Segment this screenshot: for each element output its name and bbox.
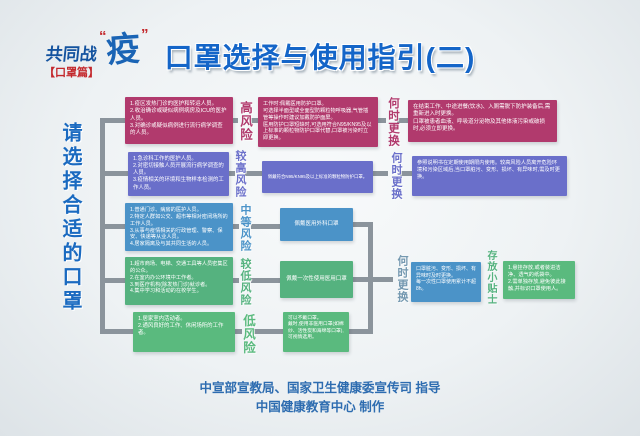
high-risk-replace-box: 在结束工作、中途进餐(饮水)、入厕需脱下防护装备后,需重新进入时更换。 口罩被患… xyxy=(408,100,557,142)
logo-open-quote: “ xyxy=(99,28,107,45)
low-risk-people-box: 1.居家室内活动者。 2.通风良好的工作、休闲场所的工作者。 xyxy=(133,312,235,352)
connector-stub xyxy=(100,118,125,123)
connector-stub xyxy=(231,278,239,283)
risk-label-low: 低风险 xyxy=(241,314,255,355)
high-risk-mask-box: 工作时:佩戴医用防护口罩。 可选择半面型或全面型防颗粒物呼吸器,气管插管等操作时… xyxy=(258,97,378,147)
when-to-replace-label-shared: 何时更换 xyxy=(396,255,408,303)
storage-tips-box: 1.悬挂存放,或者装进洁净、透气的纸袋中。 2.需单独存放,避免彼此接触,并标识… xyxy=(503,261,575,299)
high-risk-people-box: 1.疫区发热门诊的医护和转运人员。 2.收治确诊或疑似病例病房及ICU的医护人员… xyxy=(125,97,233,144)
right-bracket-vline xyxy=(368,222,373,334)
connector-stub xyxy=(100,278,125,283)
connector-stub xyxy=(251,278,280,283)
connector-stub xyxy=(100,224,125,229)
risk-label-higher: 较高风险 xyxy=(234,150,246,198)
connector-stub xyxy=(100,329,133,334)
higher-risk-replace-box: 参照说明书在定期使用期限内使用。较高风险人员离开危险环境和污染区域后,当口罩脏污… xyxy=(412,156,567,196)
risk-label-medium: 中等风险 xyxy=(239,204,251,252)
connector-stub xyxy=(231,224,239,229)
risk-label-high: 高风险 xyxy=(238,101,252,142)
connector-stub xyxy=(250,118,260,123)
connector-stub xyxy=(373,171,388,176)
connector-stub xyxy=(353,277,368,282)
connector-stub xyxy=(251,224,280,229)
lower-risk-mask-box: 佩戴一次性使用医用口罩 xyxy=(280,261,353,298)
connector-stub xyxy=(234,329,242,334)
connector-stub xyxy=(254,329,283,334)
risk-label-lower: 较低风险 xyxy=(239,258,251,306)
connector-stub xyxy=(100,171,128,176)
connector-stub xyxy=(227,171,235,176)
shared-replace-box: 口罩脏污、变形、损坏、有异味时及时更换。 每一次性口罩使用累计不超8h。 xyxy=(411,262,481,302)
logo-series-tag: 【口罩篇】 xyxy=(44,67,99,79)
connector-stub xyxy=(230,118,238,123)
higher-risk-mask-box: 佩戴符合N95/KN95及以上标准的颗粒物防护口罩。 xyxy=(262,161,373,193)
connector-stub xyxy=(397,118,409,123)
connector-stub xyxy=(400,171,413,176)
credit-line-producer: 中国健康教育中心 制作 xyxy=(255,400,385,414)
storage-tips-label: 存放小贴士 xyxy=(485,250,496,305)
connector-stub xyxy=(373,277,393,282)
connector-stub xyxy=(245,171,262,176)
higher-risk-people-box: 1.急诊科工作的医护人员。 2.对密切接触人员开展流行病学调查的人员。 3.疫情… xyxy=(128,152,229,196)
medium-risk-people-box: 1.普通门诊、病房的医护人员。 2.特定人群如公交、超市等相对密闭场所的工作人员… xyxy=(125,203,233,251)
credit-line-guidance: 中宣部宣教局、国家卫生健康委宣传司 指导 xyxy=(199,381,441,395)
logo-text: 共同战 xyxy=(44,45,98,64)
medium-risk-mask-box: 佩戴医用外科口罩 xyxy=(280,208,353,241)
connector-stub xyxy=(349,329,368,334)
campaign-logo: 共同战 “ 疫 ” 【口罩篇】 xyxy=(44,26,164,84)
low-risk-mask-box: 可以不戴口罩。 戴时,使用非医用口罩(如棉纱、活性炭和海绵等口罩),可视情选用。 xyxy=(283,312,349,352)
logo-close-quote: ” xyxy=(141,26,149,43)
when-to-replace-label-higher: 何时更换 xyxy=(390,152,402,200)
connector-stub xyxy=(353,222,368,227)
page-title: 口罩选择与使用指引(二) xyxy=(164,42,476,73)
left-prompt-text: 请选择合适的口罩 xyxy=(59,122,81,314)
lower-risk-people-box: 1.超市商场、电梯、交通工具等人员密集区的公众。 2.在室内办公环境中工作者。 … xyxy=(125,257,233,305)
logo-epidemic-character: 疫 xyxy=(104,28,142,72)
connector-stub xyxy=(376,118,386,123)
when-to-replace-label-high: 何时更换 xyxy=(387,97,399,147)
